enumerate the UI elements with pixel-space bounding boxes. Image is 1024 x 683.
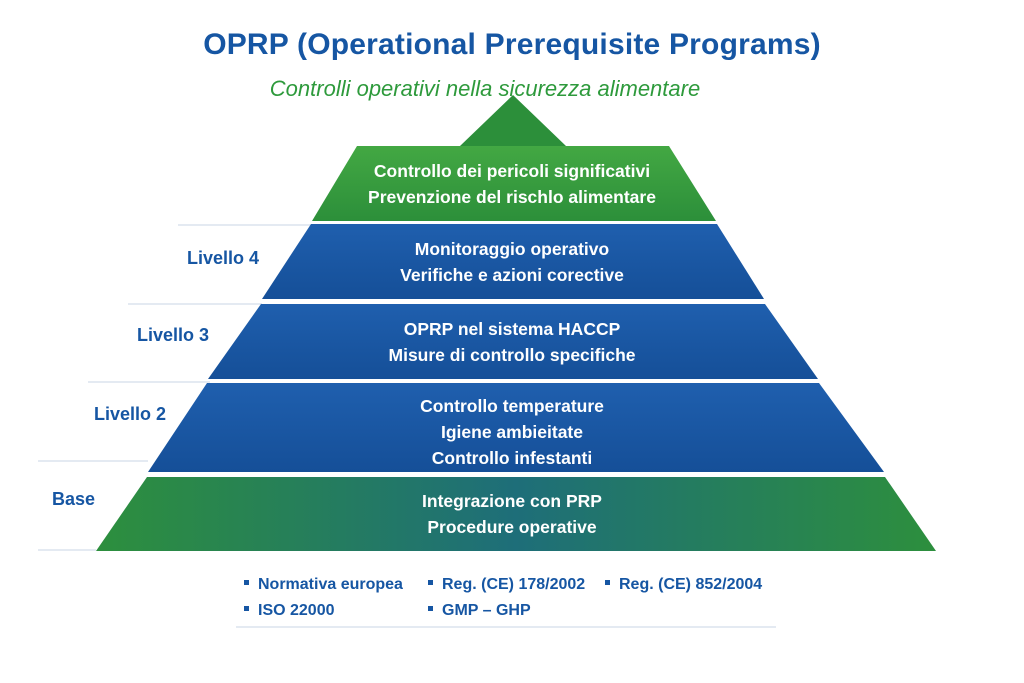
level-label-base: Base [52, 489, 96, 509]
page-title: OPRP (Operational Prerequisite Programs) [203, 28, 821, 61]
band-text-level-4: Monitoraggio operativo Verifiche e azion… [312, 236, 712, 288]
level-label-4: Livello 4 [187, 248, 260, 268]
band-line: Prevenzione del rischlo alimentare [368, 187, 656, 207]
band-line: Misure di controllo specifiche [388, 345, 636, 365]
level-label-3: Livello 3 [137, 325, 210, 345]
band-line: Controllo dei pericoli significativi [373, 161, 651, 181]
band-text-level-2: Controllo temperature Igiene ambieitate … [312, 393, 712, 471]
band-line: Controllo temperature [420, 396, 604, 416]
page-subtitle: Controlli operativi nella sicurezza alim… [269, 76, 701, 101]
band-line: Integrazione con PRP [422, 491, 602, 511]
reference-text: Reg. (CE) 852/2004 [619, 576, 763, 593]
band-line: OPRP nel sistema HACCP [403, 319, 621, 339]
reference-text: ISO 22000 [258, 602, 335, 619]
band-text-level-3: OPRP nel sistema HACCP Misure di control… [312, 316, 712, 368]
bullet-icon [428, 606, 433, 612]
band-text-top: Controllo dei pericoli significativi Pre… [312, 158, 712, 210]
band-line: Igiene ambieitate [441, 422, 583, 442]
reference-item: Normativa europea [244, 576, 403, 594]
reference-item: Reg. (CE) 852/2004 [605, 576, 762, 594]
pyramid-band-level-3 [208, 304, 818, 379]
band-line: Monitoraggio operativo [414, 239, 610, 259]
pyramid-band-top [312, 146, 716, 221]
level-label-2: Livello 2 [94, 404, 167, 424]
bullet-icon [428, 580, 433, 586]
reference-text: Reg. (CE) 178/2002 [442, 576, 586, 593]
reference-item: GMP – GHP [428, 602, 531, 620]
band-line: Procedure operative [427, 517, 597, 537]
reference-text: Normativa europea [258, 576, 403, 593]
reference-item: ISO 22000 [244, 602, 335, 620]
reference-text: GMP – GHP [442, 602, 531, 619]
bullet-icon [244, 606, 249, 612]
reference-item: Reg. (CE) 178/2002 [428, 576, 585, 594]
pyramid-apex [460, 95, 566, 146]
pyramid-band-base [96, 477, 936, 551]
band-line: Verifiche e azioni corective [400, 265, 624, 285]
pyramid-band-level-2 [148, 383, 884, 472]
pyramid-band-level-4 [262, 224, 764, 299]
band-line: Controllo infestanti [431, 448, 593, 468]
bullet-icon [605, 580, 610, 586]
band-text-base: Integrazione con PRP Procedure operative [312, 488, 712, 540]
bullet-icon [244, 580, 249, 586]
